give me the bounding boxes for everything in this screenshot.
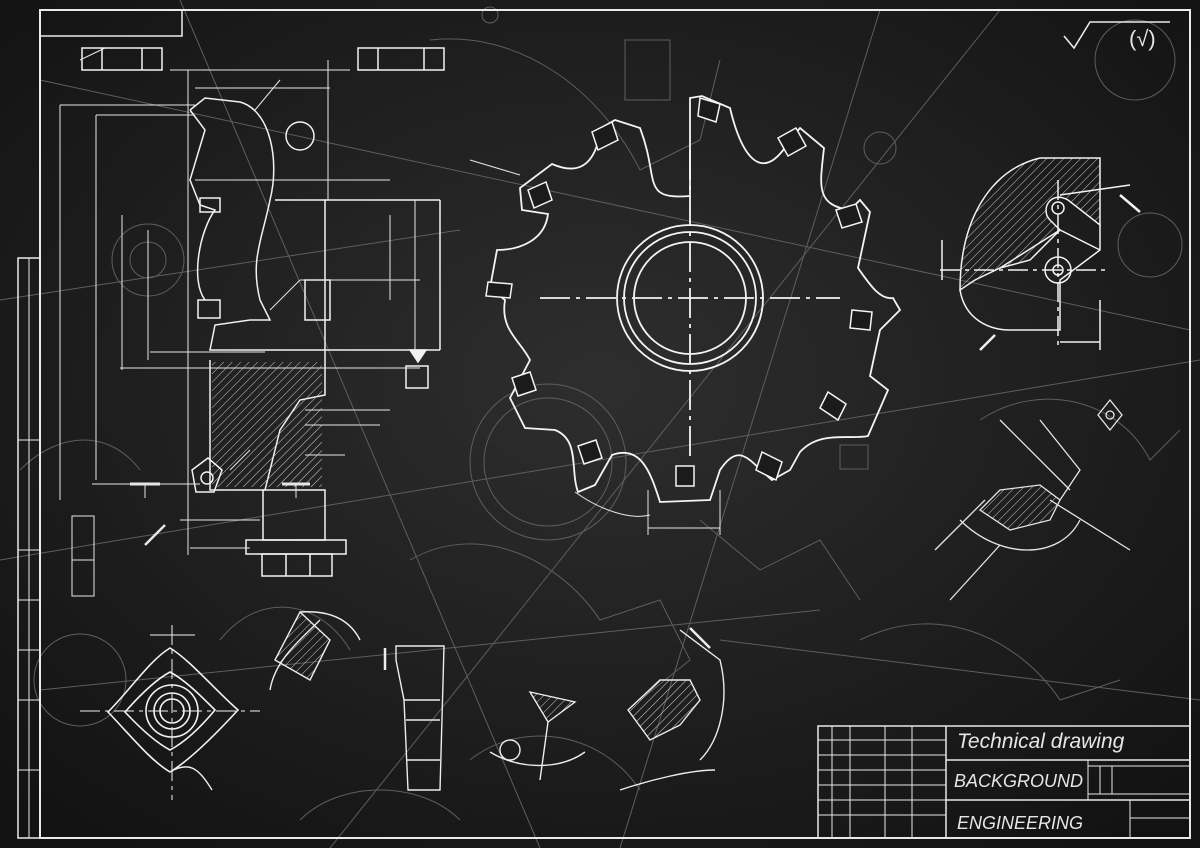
cutter-cross-section xyxy=(940,157,1141,351)
sheet-frame xyxy=(17,9,1191,839)
cutter-side-view xyxy=(81,47,445,577)
surface-roughness-symbol xyxy=(1063,21,1170,50)
title-block-line-2: ENGINEERING xyxy=(957,813,1084,833)
dimension-lines-left xyxy=(59,47,420,597)
title-block-line-1: BACKGROUND xyxy=(954,771,1084,791)
insert-holder-detail xyxy=(934,398,1131,601)
bottom-details xyxy=(169,610,725,791)
roughness-symbol-text: (√) xyxy=(1129,26,1156,51)
title-block-title: Technical drawing xyxy=(957,730,1125,753)
gear-dimensions xyxy=(469,159,721,535)
title-block xyxy=(817,725,1191,839)
gear-carbide-inserts xyxy=(485,97,873,487)
square-insert-top-view xyxy=(80,625,260,800)
